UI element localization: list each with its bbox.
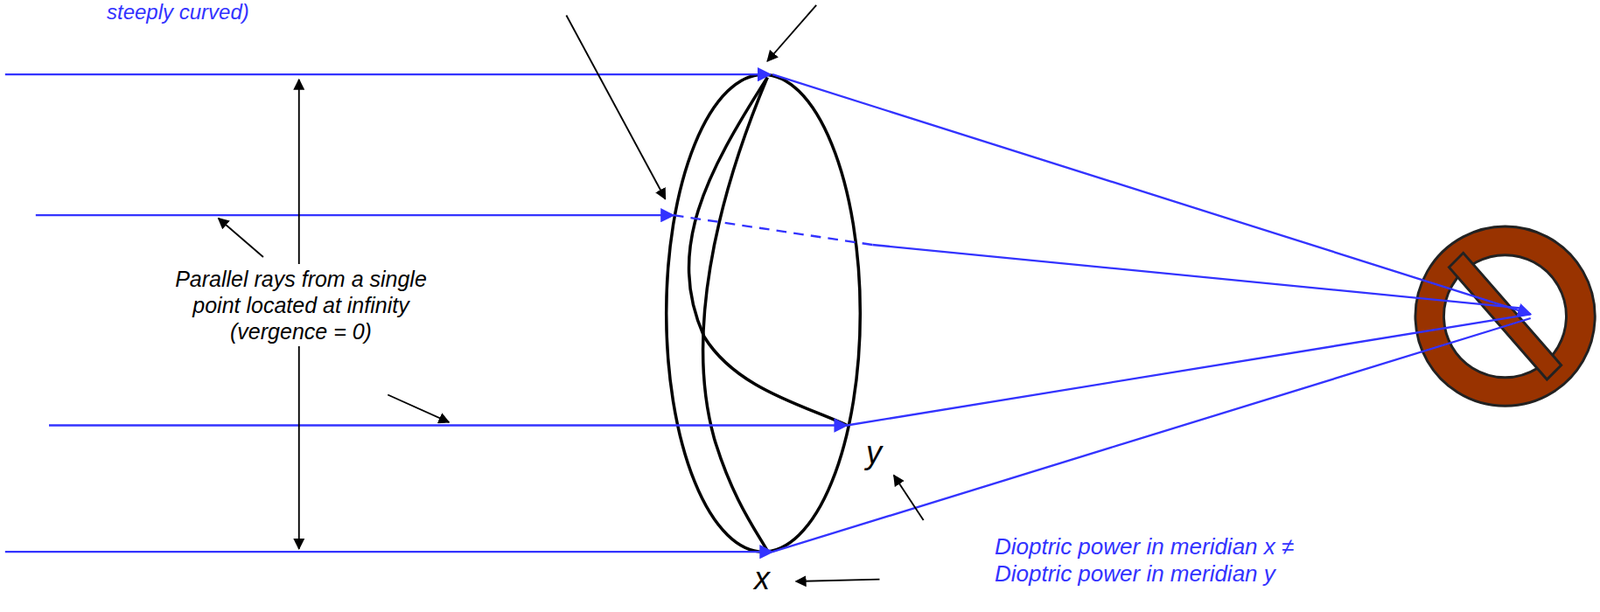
- no-ring: [1415, 226, 1595, 406]
- ray: [5, 551, 773, 553]
- ray-note: Parallel rays from a single point locate…: [157, 264, 445, 347]
- ray: [846, 314, 1531, 426]
- incoming-rays: [5, 74, 847, 552]
- ray: [5, 73, 771, 76]
- toric-lens: [666, 74, 861, 552]
- ray-dashed: [673, 215, 873, 245]
- leader-line: [387, 395, 449, 424]
- lens-meridian-curve: [689, 77, 848, 427]
- lens-inner-edge: [703, 77, 769, 552]
- ray: [48, 424, 847, 427]
- no-symbol: [1415, 226, 1595, 406]
- note-text: steeply curved): [106, 0, 250, 26]
- power-note: Dioptric power in meridian x ≠ Dioptric …: [994, 533, 1371, 588]
- refracted-rays: [673, 74, 1531, 552]
- leader-line: [218, 218, 264, 258]
- leader-line: [796, 579, 881, 582]
- leader-line: [565, 15, 665, 200]
- meridian-label: x: [754, 559, 770, 598]
- lens-outline: [666, 74, 861, 552]
- ray: [35, 214, 674, 217]
- no-slash: [1448, 252, 1561, 380]
- ray: [772, 74, 1531, 315]
- ray: [872, 244, 1521, 308]
- leader-line: [894, 475, 924, 521]
- meridian-label: y: [866, 433, 882, 472]
- ray: [772, 318, 1531, 552]
- leader-line: [767, 5, 817, 62]
